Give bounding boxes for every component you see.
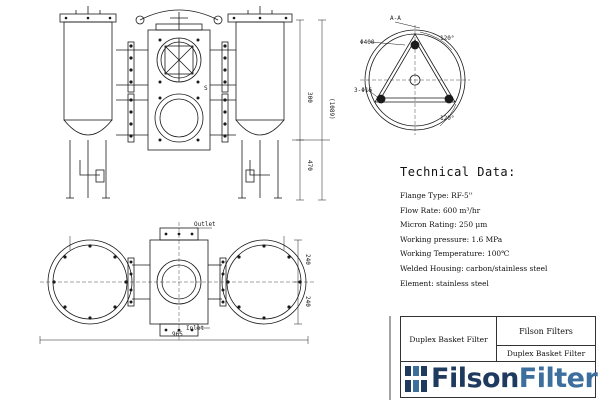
technical-data-panel: Technical Data: Flange Type: RF-5'' Flow… bbox=[400, 165, 595, 291]
title-block-company: Filson Filters bbox=[496, 317, 596, 346]
right-vessel bbox=[227, 6, 293, 199]
dim-1089: (1089) bbox=[328, 98, 335, 120]
dim-965: 965 bbox=[172, 331, 183, 338]
logo-word-filson: Filson bbox=[431, 363, 519, 394]
logo-word-filter: Filter bbox=[518, 363, 598, 394]
filson-logo-icon bbox=[405, 366, 427, 392]
tech-row-micron: Micron Rating: 250 μm bbox=[400, 220, 488, 230]
section-a-a-view bbox=[360, 21, 470, 135]
tech-row-flange: Flange Type: RF-5'' bbox=[400, 191, 473, 200]
label-holes: 3-Φ16 bbox=[354, 87, 372, 94]
label-phi400: Φ400 bbox=[360, 39, 375, 46]
tech-row-housing: Welded Housing: carbon/stainless steel bbox=[400, 263, 548, 273]
tech-row-pressure: Working pressure: 1.6 MPa bbox=[400, 234, 503, 244]
label-section-a-a: A-A bbox=[390, 15, 401, 22]
label-angle-top: 120° bbox=[440, 35, 454, 42]
dim-240-bottom: 240 bbox=[304, 296, 311, 307]
technical-data-title: Technical Data: bbox=[400, 165, 516, 179]
dim-470: 470 bbox=[306, 160, 313, 171]
tech-row-flow: Flow Rate: 600 m³/hr bbox=[400, 205, 481, 215]
valve-body bbox=[116, 9, 236, 151]
label-s-mark: S bbox=[204, 85, 208, 92]
title-block: Duplex Basket Filter Filson Filters Dupl… bbox=[400, 316, 596, 398]
tech-row-element: Element: stainless steel bbox=[400, 278, 489, 288]
label-inlet: Inlet bbox=[186, 325, 204, 332]
dim-240-top: 240 bbox=[304, 254, 311, 265]
logo-wordmark: FilsonFilter bbox=[431, 363, 598, 394]
dim-300: 300 bbox=[306, 92, 313, 103]
tech-row-temperature: Working Temperature: 100℃ bbox=[400, 249, 510, 259]
title-block-product: Duplex Basket Filter bbox=[506, 348, 586, 358]
title-block-divider bbox=[401, 361, 595, 362]
left-vessel bbox=[59, 6, 117, 199]
label-angle-bottom: 120° bbox=[440, 115, 454, 122]
title-block-drawing-name: Duplex Basket Filter bbox=[401, 317, 497, 361]
label-outlet: Outlet bbox=[194, 221, 216, 228]
plan-view bbox=[39, 222, 315, 344]
filson-filter-logo: FilsonFilter bbox=[405, 362, 598, 396]
